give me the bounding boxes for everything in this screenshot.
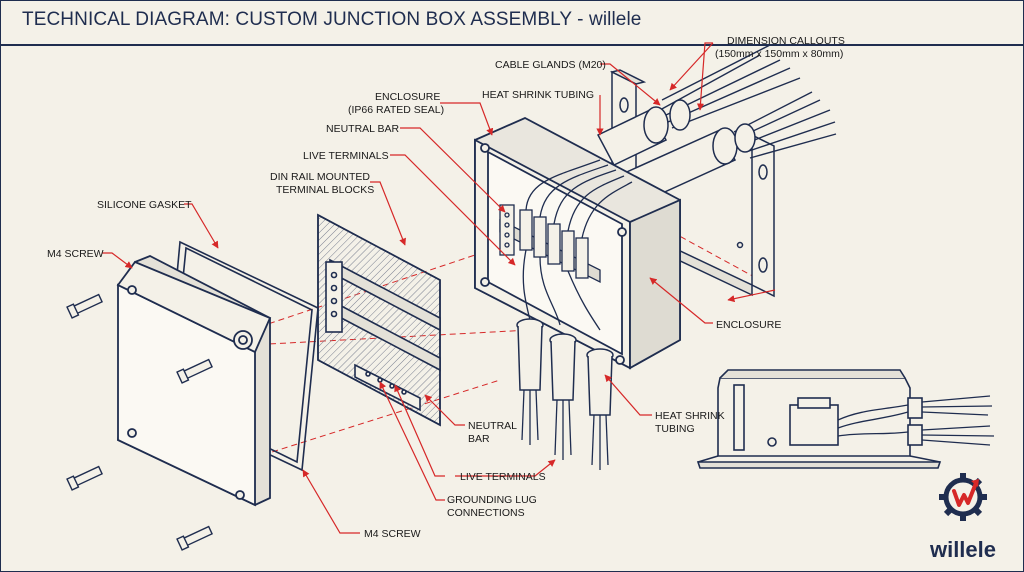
- front-cover: [116, 255, 272, 507]
- label-heat-shrink-top: HEAT SHRINK TUBING: [482, 89, 594, 101]
- bottom-glands: [516, 318, 614, 416]
- logo-wordmark: willele: [929, 537, 996, 562]
- label-neutral-bar-top: NEUTRAL BAR: [326, 123, 400, 135]
- label-m4-screw-bottom: M4 SCREW: [364, 528, 421, 540]
- bottom-tails: [521, 389, 609, 470]
- internal-wires: [522, 159, 633, 331]
- label-live-terminals-top: LIVE TERMINALS: [303, 150, 389, 162]
- page-title: TECHNICAL DIAGRAM: CUSTOM JUNCTION BOX A…: [22, 9, 642, 30]
- side-view: [696, 369, 942, 469]
- gear-icon: [939, 473, 987, 521]
- m4-screws: [66, 293, 213, 551]
- willele-logo: willele: [929, 473, 996, 562]
- title-rule: [0, 44, 1024, 46]
- label-grounding-lug: GROUNDING LUG CONNECTIONS: [447, 494, 540, 519]
- label-din-rail: DIN RAIL MOUNTED TERMINAL BLOCKS: [270, 171, 374, 196]
- label-heat-shrink-bottom: HEAT SHRINK TUBING: [655, 410, 728, 435]
- label-m4-screw-left: M4 SCREW: [47, 248, 104, 260]
- label-cable-glands: CABLE GLANDS (M20): [495, 59, 606, 71]
- leader-lines: [102, 42, 776, 534]
- side-view-cables: [837, 395, 995, 446]
- label-live-terminals-bottom: LIVE TERMINALS: [460, 471, 546, 483]
- internal-terminals: [499, 204, 601, 284]
- label-enclosure-top: ENCLOSURE (IP66 RATED SEAL): [348, 91, 444, 116]
- label-enclosure-right: ENCLOSURE: [716, 319, 781, 331]
- label-neutral-bar-bottom: NEUTRAL BAR: [468, 420, 520, 445]
- label-silicone-gasket: SILICONE GASKET: [97, 199, 192, 211]
- mounting-plate: [317, 213, 441, 427]
- label-dimension-callouts: DIMENSION CALLOUTS (150mm x 150mm x 80mm…: [715, 35, 848, 60]
